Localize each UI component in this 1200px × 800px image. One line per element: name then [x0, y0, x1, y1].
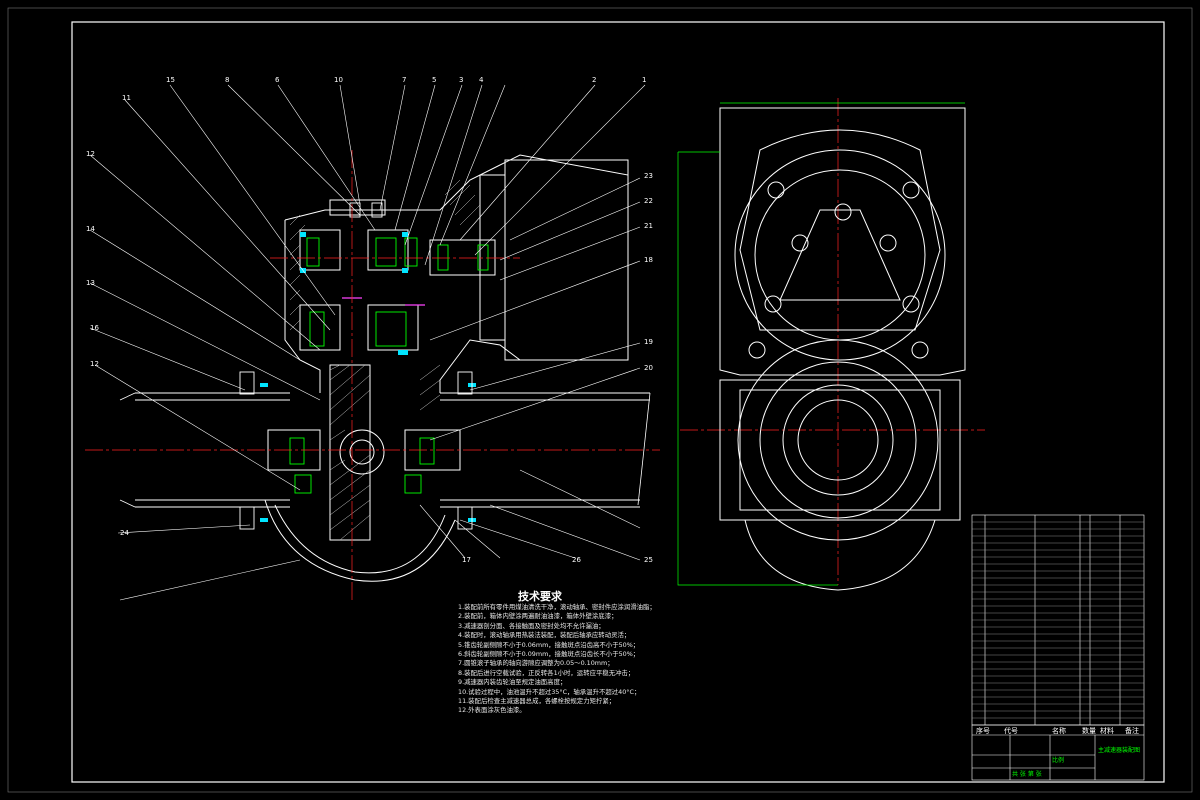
bom-header-qty: 数量 [1082, 726, 1096, 735]
sheet-label: 共 张 第 张 [1012, 770, 1042, 778]
magenta-shims [342, 297, 425, 306]
balloon-top-8: 4 [479, 76, 484, 84]
bom-rows [972, 521, 1144, 719]
bom-header-remark: 备注 [1125, 726, 1139, 735]
balloon-top-2: 8 [225, 76, 229, 84]
leader-lines [89, 84, 646, 601]
bolts [239, 202, 473, 530]
centerlines [85, 98, 985, 600]
balloon-top-7: 3 [459, 76, 463, 84]
side-view-bolt-circles [748, 181, 929, 359]
balloon-numbers: 15 8 6 10 7 5 3 4 2 1 11 12 14 13 16 12 … [86, 76, 653, 564]
bom-header-name: 名称 [1052, 726, 1066, 735]
technical-requirement-item: 6.斜齿轮副侧隙不小于0.09mm，接触斑点沿齿长不小于50%； [458, 650, 640, 659]
drawing-title: 主减速器装配图 [1098, 746, 1140, 754]
bearing-green-parts [289, 237, 489, 494]
balloon-top-6: 5 [432, 76, 436, 84]
balloon-left-4: 13 [86, 279, 95, 287]
balloon-top-4: 10 [334, 76, 343, 84]
balloon-top-10: 1 [642, 76, 646, 84]
balloon-left-3: 14 [86, 225, 95, 233]
balloon-right-5: 19 [644, 338, 653, 346]
balloon-right-4: 18 [644, 256, 653, 264]
balloon-left-5: 16 [90, 324, 99, 332]
technical-requirements-title: 技术要求 [518, 590, 562, 603]
technical-requirement-item: 9.减速器内装齿轮油至规定油面高度； [458, 678, 567, 687]
balloon-right-6: 20 [644, 364, 653, 372]
main-section-view [119, 154, 651, 582]
balloon-left-2: 12 [86, 150, 95, 158]
bom-header-code: 代号 [1004, 726, 1018, 735]
balloon-top-9: 2 [592, 76, 596, 84]
balloon-bottom-2: 17 [462, 556, 471, 564]
bom-header-material: 材料 [1100, 726, 1114, 735]
technical-requirement-item: 4.装配时，滚动轴承用热装法装配，装配后轴承应转动灵活； [458, 631, 631, 640]
balloon-bottom-3: 26 [572, 556, 581, 564]
title-block [971, 724, 1145, 781]
technical-requirements-list: 1.装配前所有零件用煤油清洗干净，滚动轴承、密封件应涂润滑油脂；2.装配前，箱体… [458, 603, 968, 716]
balloon-right-2: 22 [644, 197, 653, 205]
balloon-top-1: 15 [166, 76, 175, 84]
technical-requirement-item: 8.装配后进行空载试验，正反转各1小时，运转应平稳无冲击； [458, 668, 635, 677]
technical-requirement-item: 2.装配前，箱体内壁涂两遍耐油油漆，箱体外壁涂底漆； [458, 612, 618, 621]
technical-requirement-item: 3.减速器剖分面、各接触面及密封处均不允许漏油； [458, 621, 605, 630]
technical-requirement-item: 1.装配前所有零件用煤油清洗干净，滚动轴承、密封件应涂润滑油脂； [458, 603, 656, 611]
technical-requirement-item: 5.锥齿轮副侧隙不小于0.06mm，接触斑点沿齿高不小于50%； [458, 640, 640, 649]
balloon-bottom-4: 25 [644, 556, 653, 564]
balloon-right-1: 23 [644, 172, 653, 180]
housing-hatching [289, 179, 481, 541]
balloon-top-3: 6 [275, 76, 280, 84]
technical-requirement-item: 11.装配后检查主减速器总成，各螺栓按规定力矩拧紧； [458, 697, 616, 706]
side-view [719, 107, 966, 591]
balloon-bottom-1: 24 [120, 529, 129, 537]
side-view-dimension-lines [677, 102, 965, 586]
balloon-right-3: 21 [644, 222, 653, 230]
scale-label: 比例 [1052, 756, 1064, 764]
technical-requirement-item: 10.试验过程中，油池温升不超过35°C，轴承温升不超过40°C； [458, 687, 641, 696]
title-block-header: 序号 代号 名称 数量 材料 备注 主减速器装配图 比例 共 张 第 张 [976, 726, 1140, 778]
balloon-top-5: 7 [402, 76, 406, 84]
technical-requirement-item: 7.圆锥滚子轴承的轴向游隙应调整为0.05～0.10mm； [458, 659, 614, 668]
technical-requirement-item: 12.外表面涂灰色油漆。 [458, 706, 526, 715]
balloon-left-6: 12 [90, 360, 99, 368]
balloon-left-1: 11 [122, 94, 131, 102]
outer-frame [7, 7, 1193, 793]
bom-header-no: 序号 [976, 726, 990, 735]
sheet-border [71, 21, 1165, 783]
